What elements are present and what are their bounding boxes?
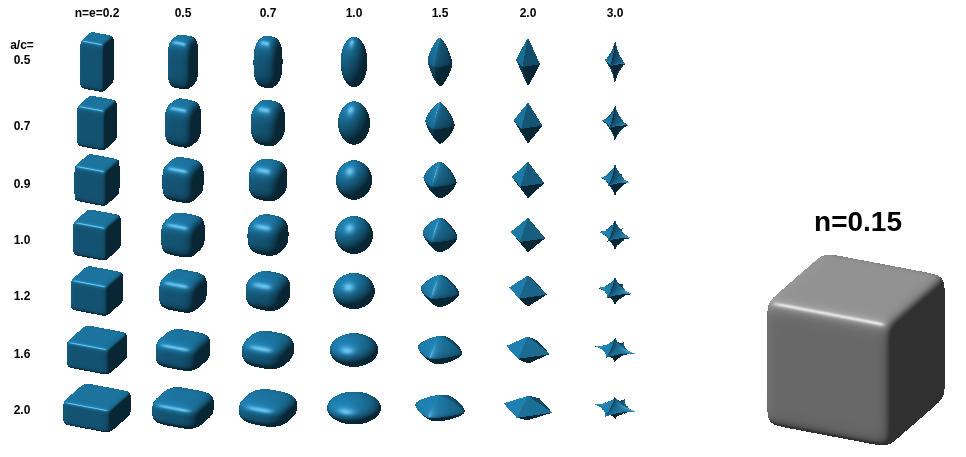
column-header: 3.0 xyxy=(607,7,624,19)
column-header: 1.0 xyxy=(346,7,363,19)
row-label: 1.0 xyxy=(14,234,31,246)
row-label: 0.9 xyxy=(14,178,31,190)
row-label: 0.7 xyxy=(14,120,31,132)
axis-label: a/c= xyxy=(10,39,34,51)
column-header: 0.7 xyxy=(260,7,277,19)
column-header: 1.5 xyxy=(432,7,449,19)
column-header: n=e=0.2 xyxy=(75,7,120,19)
row-label: 1.6 xyxy=(14,348,31,360)
column-header: 2.0 xyxy=(520,7,537,19)
row-label: 2.0 xyxy=(14,404,31,416)
column-header: 0.5 xyxy=(175,7,192,19)
row-label: 0.5 xyxy=(14,54,31,66)
shape-label: n=0.15 xyxy=(814,208,902,236)
row-label: 1.2 xyxy=(14,290,31,302)
